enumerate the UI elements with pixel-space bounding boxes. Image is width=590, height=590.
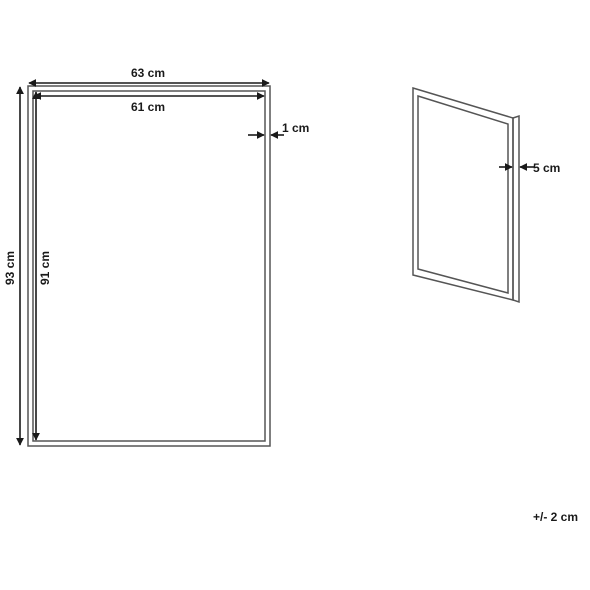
inner-height-label: 91 cm [38, 251, 52, 285]
side-view-depth-face [512, 114, 520, 304]
depth-label: 5 cm [533, 161, 560, 175]
side-view-outer-face [412, 86, 514, 301]
side-view: 5 cm [412, 86, 560, 304]
side-view-inner-face [417, 94, 509, 294]
mirror-inner-frame [32, 90, 266, 442]
front-view: 63 cm 61 cm 1 cm 93 cm 91 cm [3, 66, 309, 447]
inner-width-label: 61 cm [131, 100, 165, 114]
tolerance-note: +/- 2 cm [533, 510, 578, 524]
mirror-outer-frame [27, 85, 271, 447]
frame-thickness-label: 1 cm [282, 121, 309, 135]
outer-width-label: 63 cm [131, 66, 165, 80]
outer-height-label: 93 cm [3, 251, 17, 285]
